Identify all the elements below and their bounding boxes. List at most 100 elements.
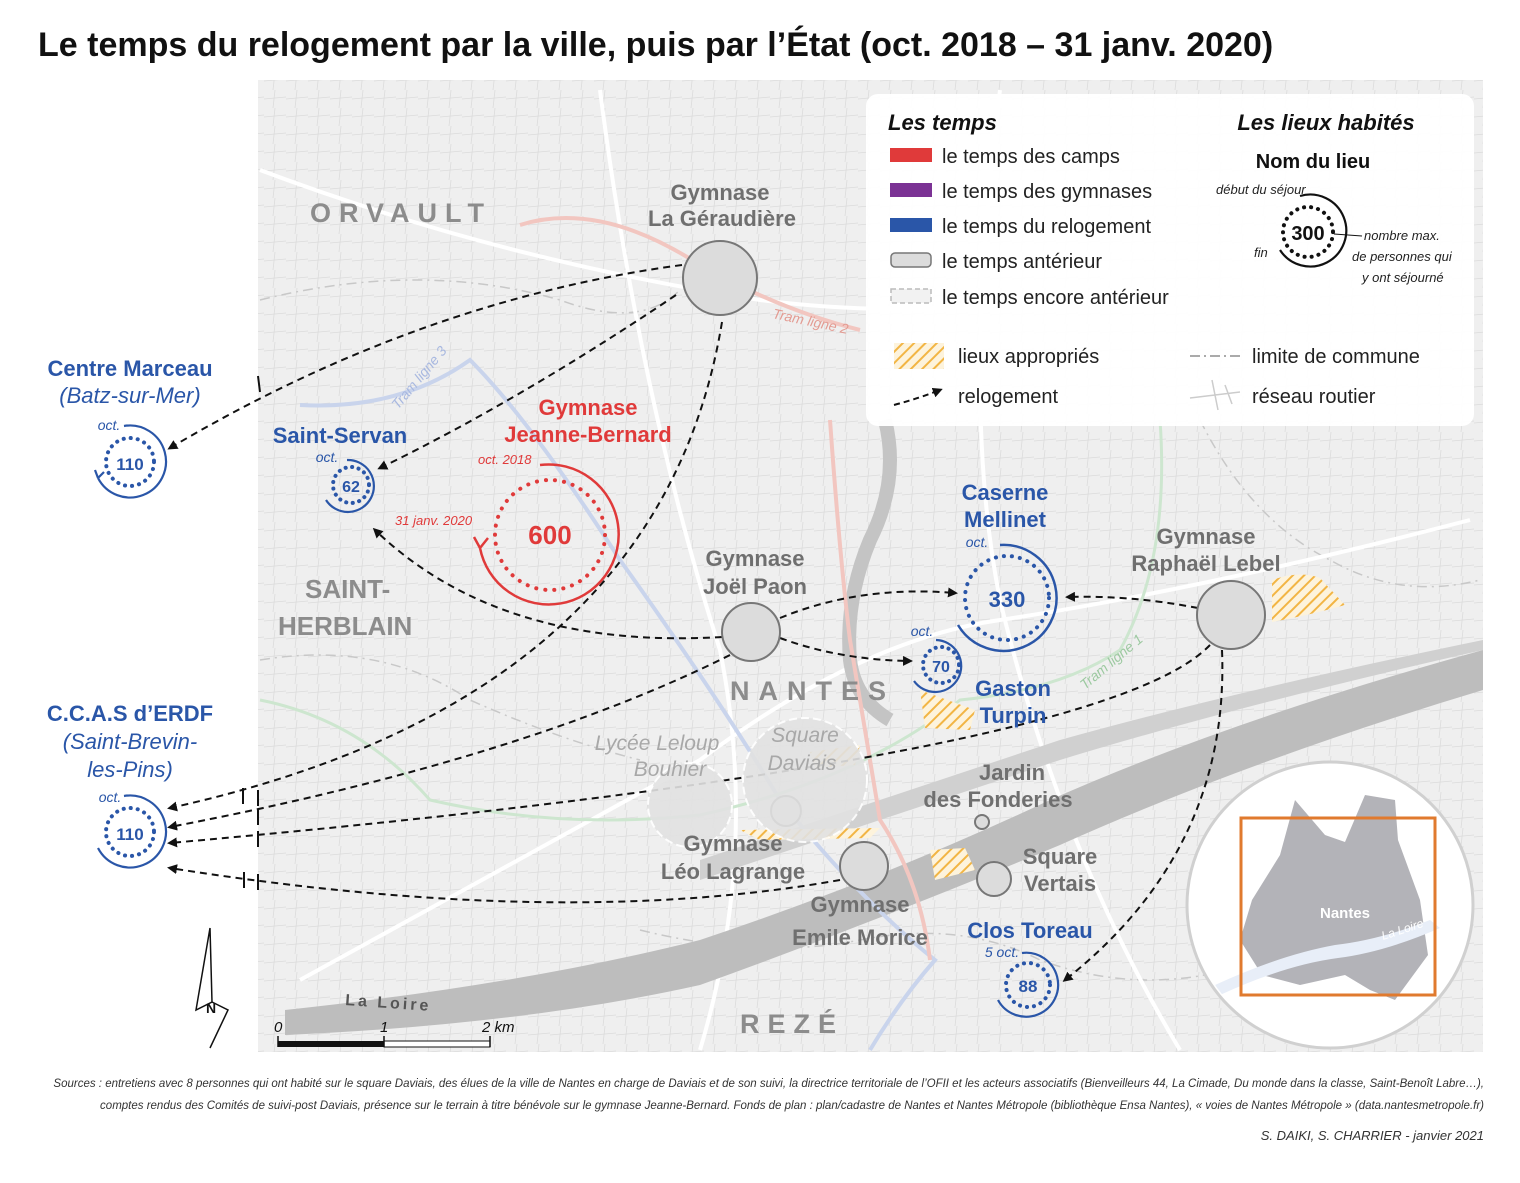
arrow-geraudiere-servan bbox=[377, 294, 677, 470]
legend-debut: début du séjour bbox=[1216, 182, 1306, 197]
label-paon-1: Gymnase bbox=[705, 546, 804, 571]
legend-limite: limite de commune bbox=[1252, 346, 1420, 368]
arrow-ticks bbox=[242, 375, 261, 890]
label-vertais-2: Vertais bbox=[1024, 871, 1096, 896]
legend-swatch-relogement bbox=[890, 218, 932, 232]
legend-reseau: réseau routier bbox=[1252, 386, 1376, 408]
legend-road-lines bbox=[1189, 379, 1241, 411]
start-ccas: oct. bbox=[99, 789, 122, 805]
lieux-tres-anterieurs bbox=[647, 717, 868, 848]
legend-gymnases: le temps des gymnases bbox=[942, 181, 1152, 203]
label-fonderies-1: Jardin bbox=[979, 760, 1045, 785]
commune-nantes: NANTES bbox=[730, 676, 895, 706]
circle-lebel bbox=[1196, 580, 1266, 650]
start-toreau: 5 oct. bbox=[985, 944, 1019, 960]
scale-bar: 0 1 2 km bbox=[274, 1019, 515, 1048]
legend-example-count: 300 bbox=[1291, 223, 1324, 245]
faded-labels: Lycée Leloup Bouhier Square Daviais bbox=[595, 724, 839, 781]
label-lagrange-2: Léo Lagrange bbox=[661, 859, 805, 884]
commune-reze: REZÉ bbox=[740, 1008, 844, 1039]
tram-line-3 bbox=[299, 357, 938, 1052]
scale-tick-0: 0 bbox=[274, 1019, 283, 1036]
legend-temps-title: Les temps bbox=[888, 110, 997, 135]
blue-places bbox=[93, 424, 1060, 1018]
start-marceau: oct. bbox=[98, 417, 121, 433]
circle-geraudiere bbox=[682, 240, 758, 316]
label-ccas: C.C.A.S d’ERDF bbox=[47, 701, 213, 726]
blue-sublabels: (Batz-sur-Mer) (Saint-Brevin- les-Pins) … bbox=[59, 383, 1019, 960]
label-lebel-1: Gymnase bbox=[1156, 524, 1255, 549]
legend-arrow bbox=[893, 387, 943, 406]
legend-relogement: relogement bbox=[958, 386, 1059, 408]
sub-marceau: (Batz-sur-Mer) bbox=[59, 383, 200, 408]
commune-labels: ORVAULT SAINT- HERBLAIN NANTES REZÉ bbox=[278, 198, 895, 1039]
inset-label: Nantes bbox=[1320, 905, 1370, 922]
sub-ccas-1: (Saint-Brevin- bbox=[63, 729, 197, 754]
place-marceau bbox=[93, 424, 168, 499]
commune-orvault: ORVAULT bbox=[310, 198, 492, 228]
count-jb: 600 bbox=[528, 520, 571, 550]
label-marceau: Centre Marceau bbox=[47, 356, 212, 381]
legend-anterieur: le temps antérieur bbox=[942, 251, 1102, 273]
commune-herblain: HERBLAIN bbox=[278, 611, 412, 641]
sources-line-2: comptes rendus des Comités de suivi-post… bbox=[100, 1100, 1484, 1112]
label-vertais-1: Square bbox=[1023, 844, 1098, 869]
circle-lycee bbox=[647, 762, 733, 848]
circle-lagrange bbox=[839, 841, 889, 891]
arrow-paon-servan bbox=[372, 527, 723, 640]
label-jb-1: Gymnase bbox=[538, 395, 637, 420]
arrow-geraudiere-ccas bbox=[167, 321, 723, 812]
relogement-arrows bbox=[167, 264, 1224, 982]
arrow-lebel-ccas bbox=[167, 644, 1211, 848]
start-mellinet: oct. bbox=[966, 534, 989, 550]
legend-lieu-name: Nom du lieu bbox=[1256, 151, 1370, 173]
legend-swatch-anterieur bbox=[890, 252, 932, 268]
legend-encore: le temps encore antérieur bbox=[942, 287, 1169, 309]
start-servan: oct. bbox=[316, 449, 339, 465]
legend-appropries: lieux appropriés bbox=[958, 346, 1099, 368]
end-jb: 31 janv. 2020 bbox=[395, 513, 473, 528]
count-marceau: 110 bbox=[116, 455, 143, 474]
scale-tick-2: 2 km bbox=[481, 1019, 515, 1036]
label-geraudiere-1: Gymnase bbox=[670, 180, 769, 205]
loire-river bbox=[285, 650, 1483, 1035]
circle-paon bbox=[721, 602, 781, 662]
label-mellinet-1: Caserne bbox=[962, 480, 1049, 505]
place-mellinet bbox=[956, 543, 1058, 653]
label-toreau: Clos Toreau bbox=[967, 918, 1093, 943]
label-geraudiere-2: La Géraudière bbox=[648, 206, 796, 231]
blue-labels: 110 62 110 330 70 88 Centre Marceau Sain… bbox=[47, 356, 1093, 996]
label-lycee-1: Lycée Leloup bbox=[595, 732, 720, 755]
label-turpin-1: Gaston bbox=[975, 676, 1051, 701]
label-fonderies-2: des Fonderies bbox=[923, 787, 1072, 812]
arrow-paon-turpin bbox=[779, 637, 913, 666]
sub-ccas-2: les-Pins) bbox=[87, 757, 173, 782]
arrow-paon-mellinet bbox=[779, 587, 958, 619]
circle-fonderies bbox=[974, 814, 990, 830]
legend-swatch-gymnases bbox=[890, 183, 932, 197]
label-lagrange-1: Gymnase bbox=[683, 831, 782, 856]
label-lycee-2: Bouhier bbox=[634, 758, 707, 781]
label-mellinet-2: Mellinet bbox=[964, 507, 1047, 532]
start-turpin: oct. bbox=[911, 623, 934, 639]
legend-swatch-encore bbox=[890, 288, 932, 304]
legend-circle-arc bbox=[1279, 193, 1348, 268]
map-title: Le temps du relogement par la ville, pui… bbox=[38, 26, 1274, 64]
legend: Les temps le temps des camps le temps de… bbox=[866, 94, 1474, 426]
legend-lieux-title: Les lieux habités bbox=[1237, 110, 1414, 135]
count-turpin: 70 bbox=[932, 659, 950, 676]
circle-vertais bbox=[976, 861, 1012, 897]
grey-labels: Gymnase La Géraudière Gymnase Joël Paon … bbox=[648, 180, 1281, 950]
label-jb-2: Jeanne-Bernard bbox=[504, 422, 672, 447]
label-turpin-2: Turpin bbox=[980, 703, 1047, 728]
north-arrow: N bbox=[195, 927, 229, 1049]
commune-saint: SAINT- bbox=[305, 574, 390, 604]
credit: S. DAIKI, S. CHARRIER - janvier 2021 bbox=[1260, 1128, 1484, 1143]
north-label: N bbox=[206, 1000, 216, 1016]
label-morice-2: Emile Morice bbox=[792, 925, 928, 950]
legend-nombre-1: nombre max. bbox=[1364, 228, 1440, 243]
count-toreau: 88 bbox=[1019, 977, 1038, 996]
place-jeanne-bernard: 600 Gymnase Jeanne-Bernard oct. 2018 31 … bbox=[395, 395, 672, 606]
circle-daviais bbox=[742, 717, 868, 843]
